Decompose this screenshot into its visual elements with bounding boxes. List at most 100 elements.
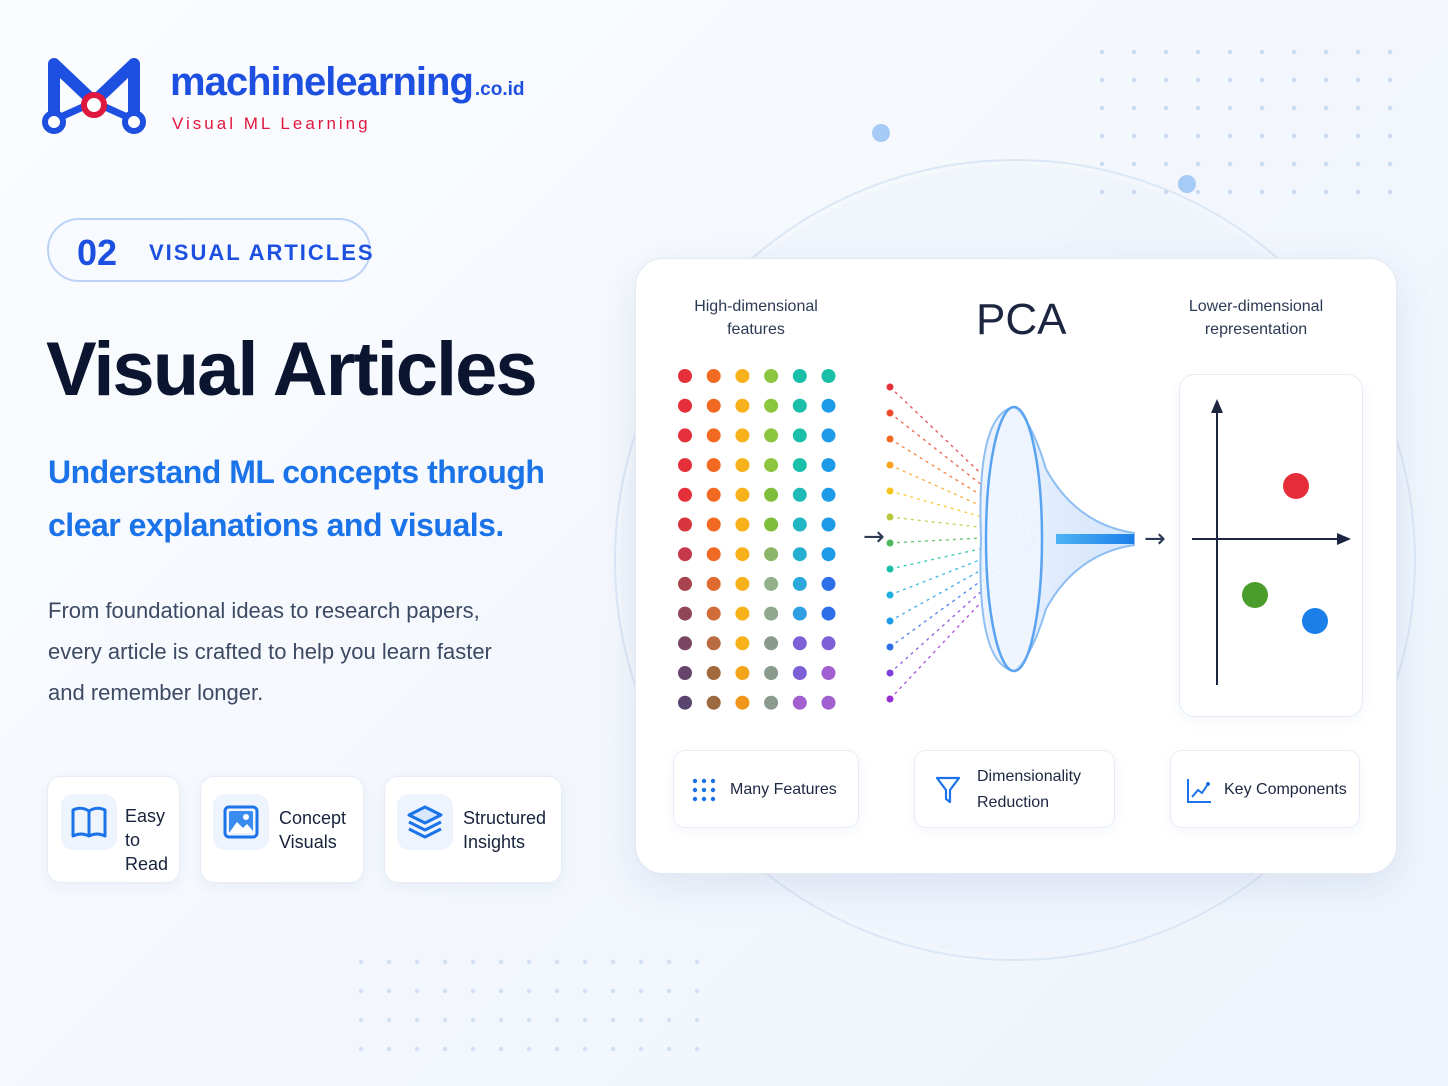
deco-dot — [1291, 77, 1297, 83]
deco-dot — [498, 1046, 504, 1052]
deco-dot — [526, 959, 532, 965]
feature-dot — [792, 695, 807, 710]
deco-dot — [1387, 133, 1393, 139]
deco-dot — [694, 988, 700, 994]
deco-dot — [1163, 161, 1169, 167]
brand-suffix: .co.id — [474, 79, 525, 100]
feature-dot — [792, 428, 807, 443]
deco-dot — [1355, 189, 1361, 195]
deco-dot — [1227, 161, 1233, 167]
component-point-blue — [1302, 608, 1328, 634]
deco-dot — [386, 959, 392, 965]
deco-dot — [610, 1046, 616, 1052]
feature-label-line: Structured — [463, 808, 547, 828]
high-dimensional-label: High-dimensional features — [676, 295, 836, 341]
deco-dot — [1131, 161, 1137, 167]
feature-dot — [678, 458, 692, 473]
deco-dot — [610, 988, 616, 994]
feature-dot — [821, 606, 836, 621]
feature-dot — [678, 517, 692, 532]
deco-dot — [1291, 49, 1297, 55]
feature-dot-matrix — [678, 369, 836, 710]
deco-dot — [1387, 189, 1393, 195]
section-badge: 02 VISUAL ARTICLES — [47, 218, 373, 282]
deco-dot — [526, 988, 532, 994]
deco-dot — [386, 988, 392, 994]
feature-dot — [792, 606, 807, 621]
feature-dot — [792, 636, 807, 651]
deco-dot — [1131, 105, 1137, 111]
feature-dot — [735, 487, 750, 502]
feature-dot — [792, 369, 807, 383]
feature-dot — [792, 487, 807, 502]
feature-label-line: to — [125, 830, 141, 850]
deco-dot — [638, 1046, 644, 1052]
deco-dot — [1355, 105, 1361, 111]
feature-dot — [735, 606, 750, 621]
deco-dot — [1131, 133, 1137, 139]
deco-dot — [1227, 189, 1233, 195]
description-line: From foundational ideas to research pape… — [48, 598, 480, 623]
feature-label: Concept Visuals — [279, 806, 346, 854]
feature-dot — [821, 369, 836, 383]
deco-dot — [1355, 49, 1361, 55]
feature-dot — [792, 547, 807, 562]
deco-dot — [414, 1046, 420, 1052]
feature-dot — [678, 576, 692, 591]
deco-dot — [582, 1046, 588, 1052]
feature-dot — [821, 428, 836, 443]
deco-dot — [1355, 161, 1361, 167]
deco-dot — [1323, 77, 1329, 83]
feature-dot — [821, 695, 836, 710]
chip-label: Dimensionality Reduction — [977, 764, 1081, 816]
feature-dot — [706, 517, 721, 532]
deco-dot — [1131, 49, 1137, 55]
deco-dot — [1195, 189, 1201, 195]
label-line: Lower-dimensional — [1188, 298, 1324, 315]
label-line: High-dimensional — [694, 298, 818, 315]
feature-dot — [821, 636, 836, 651]
component-point-green — [1242, 582, 1268, 608]
description-line: and remember longer. — [48, 680, 264, 705]
feature-label-line: Visuals — [279, 832, 337, 852]
pca-illustration-card: High-dimensional features PCA Lower-dime… — [635, 258, 1397, 874]
badge-label: VISUAL ARTICLES — [149, 240, 375, 265]
deco-dot — [358, 988, 364, 994]
feature-dot — [706, 458, 721, 473]
deco-dot — [1355, 133, 1361, 139]
page-description: From foundational ideas to research pape… — [48, 590, 548, 713]
deco-dot — [1195, 105, 1201, 111]
deco-dot — [1227, 77, 1233, 83]
deco-dot — [1227, 49, 1233, 55]
deco-dot — [610, 959, 616, 965]
deco-dot — [1195, 77, 1201, 83]
page-title: Visual Articles — [46, 327, 538, 412]
pca-funnel-diagram: → → — [678, 369, 1166, 710]
feature-dot — [678, 547, 692, 562]
deco-dot — [582, 959, 588, 965]
chip-label-line: Dimensionality — [977, 768, 1082, 785]
ray-line — [889, 540, 1037, 648]
deco-dot — [1099, 161, 1105, 167]
deco-dot — [1259, 161, 1265, 167]
deco-dot — [442, 959, 448, 965]
feature-dot — [764, 487, 779, 502]
feature-dot — [821, 458, 836, 473]
feature-dot — [821, 398, 836, 413]
dot-grid-bottom — [358, 959, 700, 1052]
dot-grid-top — [1099, 49, 1393, 195]
feature-dot — [706, 428, 721, 443]
deco-dot — [1387, 49, 1393, 55]
feature-label-line: Concept — [279, 808, 347, 828]
arrow-right-icon: → — [863, 522, 885, 552]
feature-dot — [678, 636, 692, 651]
deco-dot — [1163, 105, 1169, 111]
deco-dot — [1163, 189, 1169, 195]
feature-structured-insights: Structured Insights — [384, 776, 562, 883]
arrow-right-icon: → — [1144, 524, 1166, 554]
feature-dot — [764, 606, 779, 621]
badge-number: 02 — [77, 232, 118, 273]
deco-dot — [358, 959, 364, 965]
feature-dot — [706, 487, 721, 502]
deco-dot — [694, 959, 700, 965]
